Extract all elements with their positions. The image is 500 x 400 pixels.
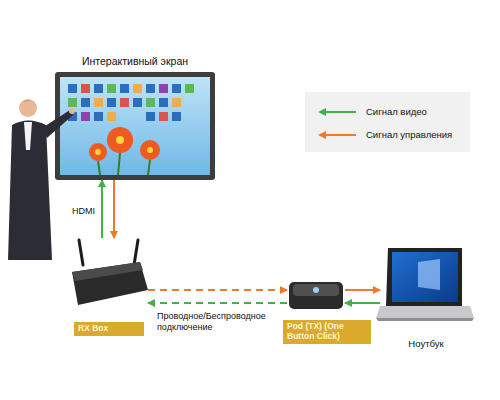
laptop-node: Ноутбук [380,245,472,323]
signal-arrow [345,289,380,291]
node-label: RX Box [74,322,144,336]
legend-swatch [318,130,358,140]
screen-illustration [55,72,215,180]
laptop-illustration [376,248,474,321]
presenter-illustration [8,99,75,260]
node-label: Pod (TX) (One Button Click) [283,320,371,344]
dashed-signal-arrow [148,302,287,304]
pod-illustration [289,282,343,309]
pod-node: Pod (TX) (One Button Click) [287,280,345,310]
edge-label: HDMI [72,206,95,217]
edge-label: Проводное/Беспроводное подключение [157,311,269,333]
legend-swatch [318,107,358,117]
legend-box [305,92,470,152]
screen-node: Интерактивный экран [55,55,215,180]
legend-label: Сигнал видео [366,106,427,117]
rx-box-node: RX Box [68,238,148,310]
node-label: Интерактивный экран [55,55,215,67]
signal-arrow [345,302,380,304]
node-label: Ноутбук [380,338,472,349]
signal-arrow [113,180,115,238]
signal-arrow [101,180,103,238]
dashed-signal-arrow [148,289,287,291]
legend-label: Сигнал управления [366,129,452,140]
router-illustration [72,240,148,305]
